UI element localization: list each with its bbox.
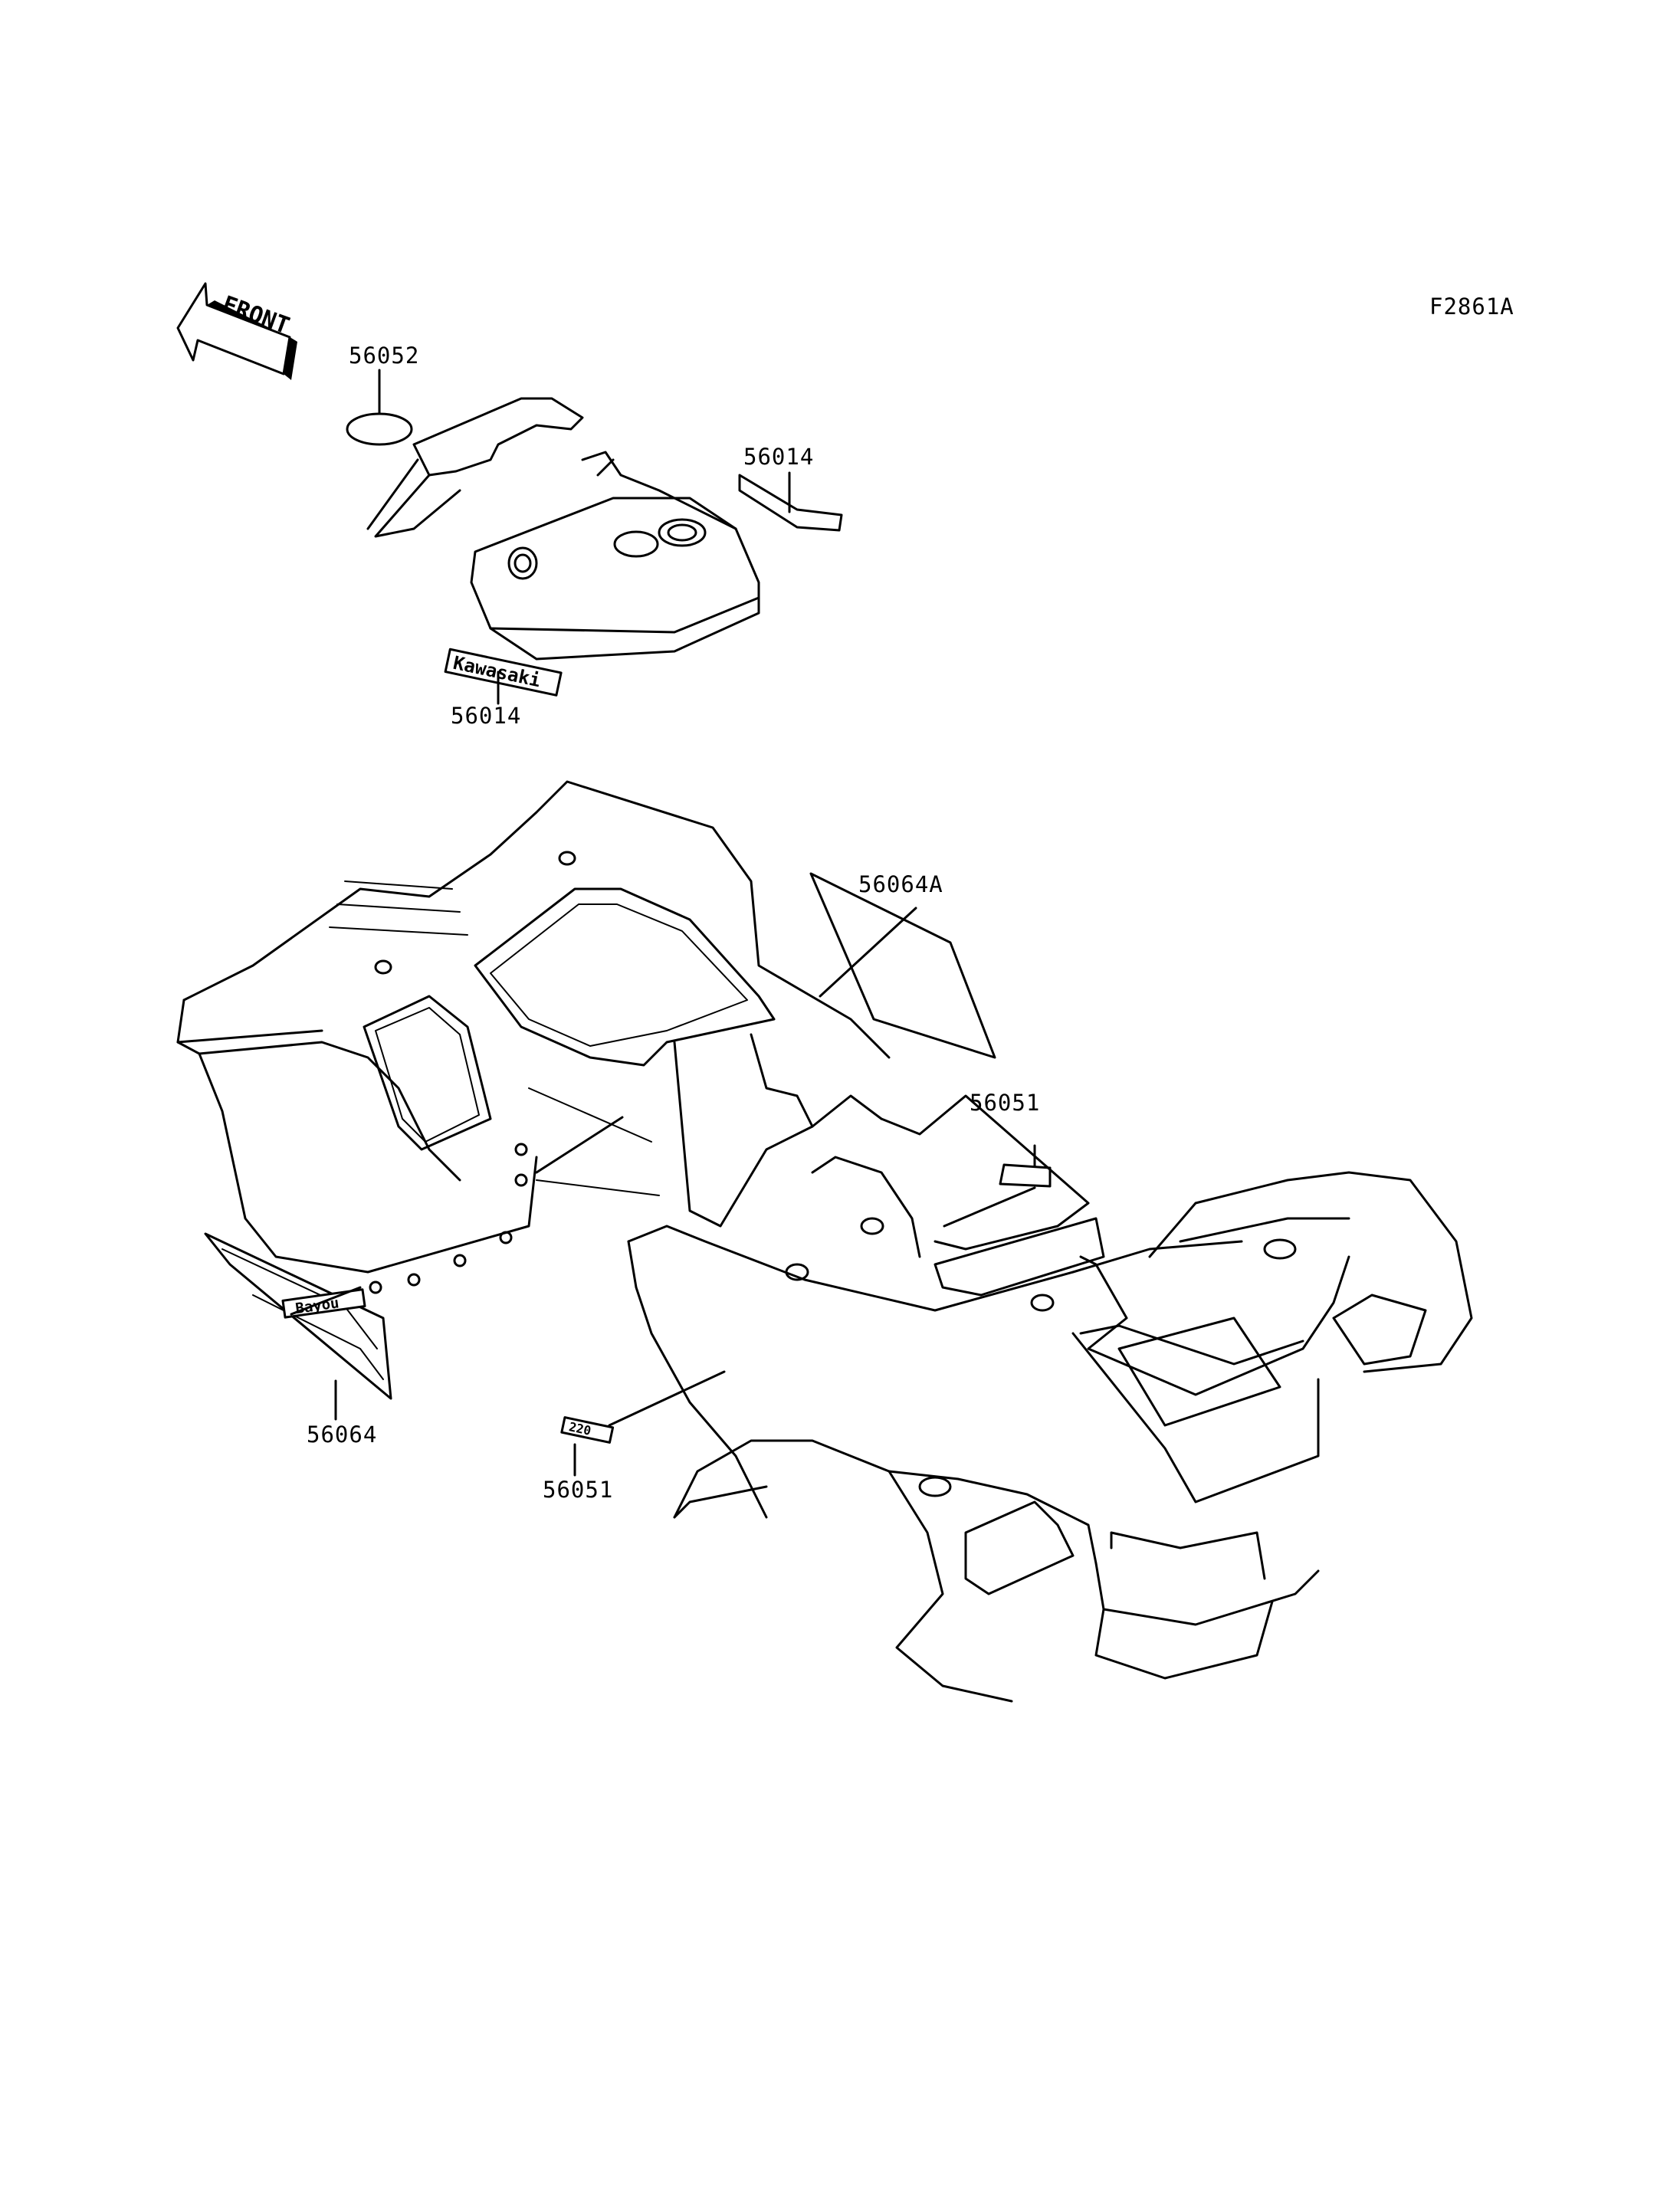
decal-56052-shape (346, 412, 413, 446)
loose-decals: Bayou 220 (204, 872, 1052, 1444)
callout-56064A: 56064A (858, 871, 943, 897)
callout-56051-right: 56051 (970, 1090, 1041, 1116)
main-fender-body (176, 780, 1473, 1703)
decal-56051-right-shape (999, 1163, 1052, 1188)
decal-56064-shape: Bayou (204, 1232, 392, 1400)
callout-56014-kawasaki: 56014 (451, 703, 522, 729)
kawasaki-decal: Kawasaki (444, 648, 563, 697)
figure-code: F2861A (1429, 293, 1514, 320)
callout-56052: 56052 (349, 343, 420, 369)
front-arrow-icon: FRONT (176, 282, 297, 380)
callout-56014-tank: 56014 (743, 444, 815, 470)
kawasaki-decal-text: Kawasaki (451, 652, 543, 691)
decal-56064A-shape (809, 872, 996, 1059)
callout-56051-left: 56051 (543, 1477, 614, 1503)
callout-56064: 56064 (307, 1421, 378, 1448)
decal-56051-left-shape: 220 (560, 1416, 615, 1444)
leader-lines (290, 369, 1036, 1477)
decal-56014-strip-shape (738, 474, 843, 532)
